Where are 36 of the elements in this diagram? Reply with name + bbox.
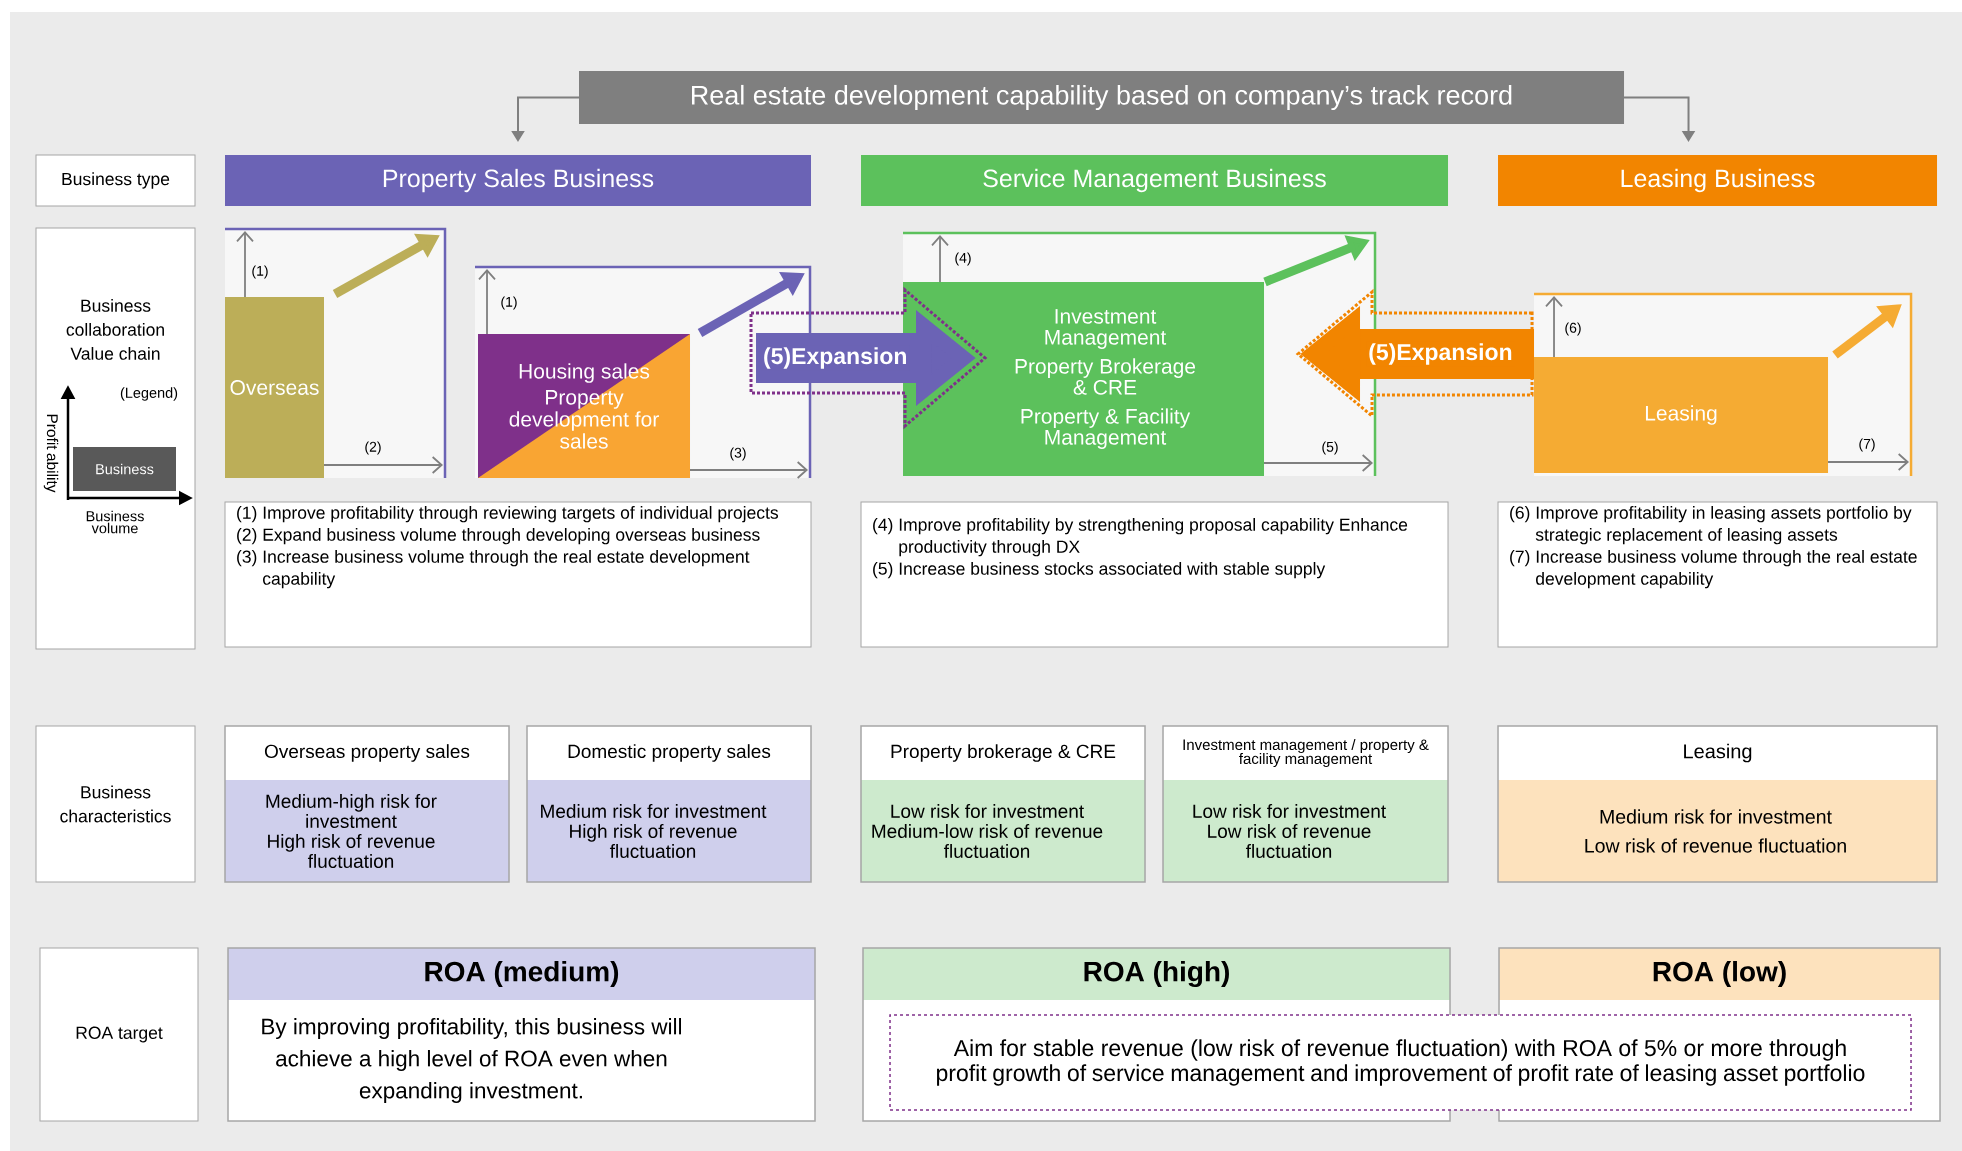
connector-arrow bbox=[1623, 96, 1696, 142]
characteristic-cell: Overseas property sales Medium-high risk for investment High risk of revenue fluctuation bbox=[224, 725, 510, 883]
note-label: (Legend) bbox=[120, 387, 178, 401]
axis-label: (3) bbox=[730, 447, 746, 461]
block-arrow bbox=[749, 286, 988, 430]
axis-label: Profit ability bbox=[43, 414, 59, 493]
business-bar: Overseas bbox=[225, 297, 324, 478]
axis-label: (6) bbox=[1565, 322, 1581, 336]
characteristic-cell: Domestic property sales Medium risk for investment High risk of revenue fluctuation bbox=[526, 725, 812, 883]
business-header: Property Sales Business bbox=[225, 155, 811, 206]
axis-label: Business volume bbox=[86, 510, 144, 534]
legend-box: Business bbox=[73, 447, 176, 491]
business-header: Service Management Business bbox=[861, 155, 1448, 206]
axis-label: (1) bbox=[252, 265, 268, 279]
roa-box: ROA (medium) By improving profitability, this business will achieve a high level of ROA even when expanding investment. bbox=[227, 947, 816, 1122]
axis-label: (1) bbox=[501, 296, 517, 310]
axis-label: (7) bbox=[1859, 438, 1875, 452]
description-box: (4) Improve profitability by strengthening proposal capability Enhance productivity through DX (5) Increase business stocks associated with stable supply bbox=[860, 501, 1449, 648]
row-label-box: Business type bbox=[35, 154, 196, 207]
business-bar: Leasing bbox=[1534, 357, 1828, 473]
characteristic-cell: Leasing Medium risk for investment Low risk of revenue fluctuation bbox=[1497, 725, 1938, 883]
axis-label: (2) bbox=[365, 441, 381, 455]
node-label: ROA (low) bbox=[1653, 960, 1786, 988]
edge-label: (5)Expansion bbox=[1366, 341, 1515, 367]
business-header: Leasing Business bbox=[1498, 155, 1938, 206]
row-label-box: ROA target bbox=[39, 947, 199, 1122]
row-label-box: Business characteristics bbox=[35, 725, 196, 883]
characteristic-cell: Property brokerage & CRE Low risk for investment Medium-low risk of revenue fluctuation bbox=[860, 725, 1146, 883]
title-box: Real estate development capability based on company’s track record bbox=[579, 71, 1624, 124]
node-label: ROA (high) bbox=[1084, 960, 1229, 988]
target-note-box: Aim for stable revenue (low risk of revenue fluctuation) with ROA of 5% or more through profit growth of service management and improvement of profit rate of leasing asset portfolio bbox=[889, 1014, 1912, 1111]
characteristic-cell: Investment management / property & facility management Low risk for investment Low risk of revenue fluctuation bbox=[1162, 725, 1449, 883]
axis-label: (4) bbox=[955, 252, 971, 266]
description-box: (1) Improve profitability through reviewing targets of individual projects (2) Expand business volume through developing overseas business (3) Increase business volume through the real estate development capability bbox=[224, 501, 812, 648]
axis-label: (5) bbox=[1322, 441, 1338, 455]
description-box: (6) Improve profitability in leasing assets portfolio by strategic replacement of leasing assets (7) Increase business volume through the real estate development capability bbox=[1497, 501, 1938, 648]
